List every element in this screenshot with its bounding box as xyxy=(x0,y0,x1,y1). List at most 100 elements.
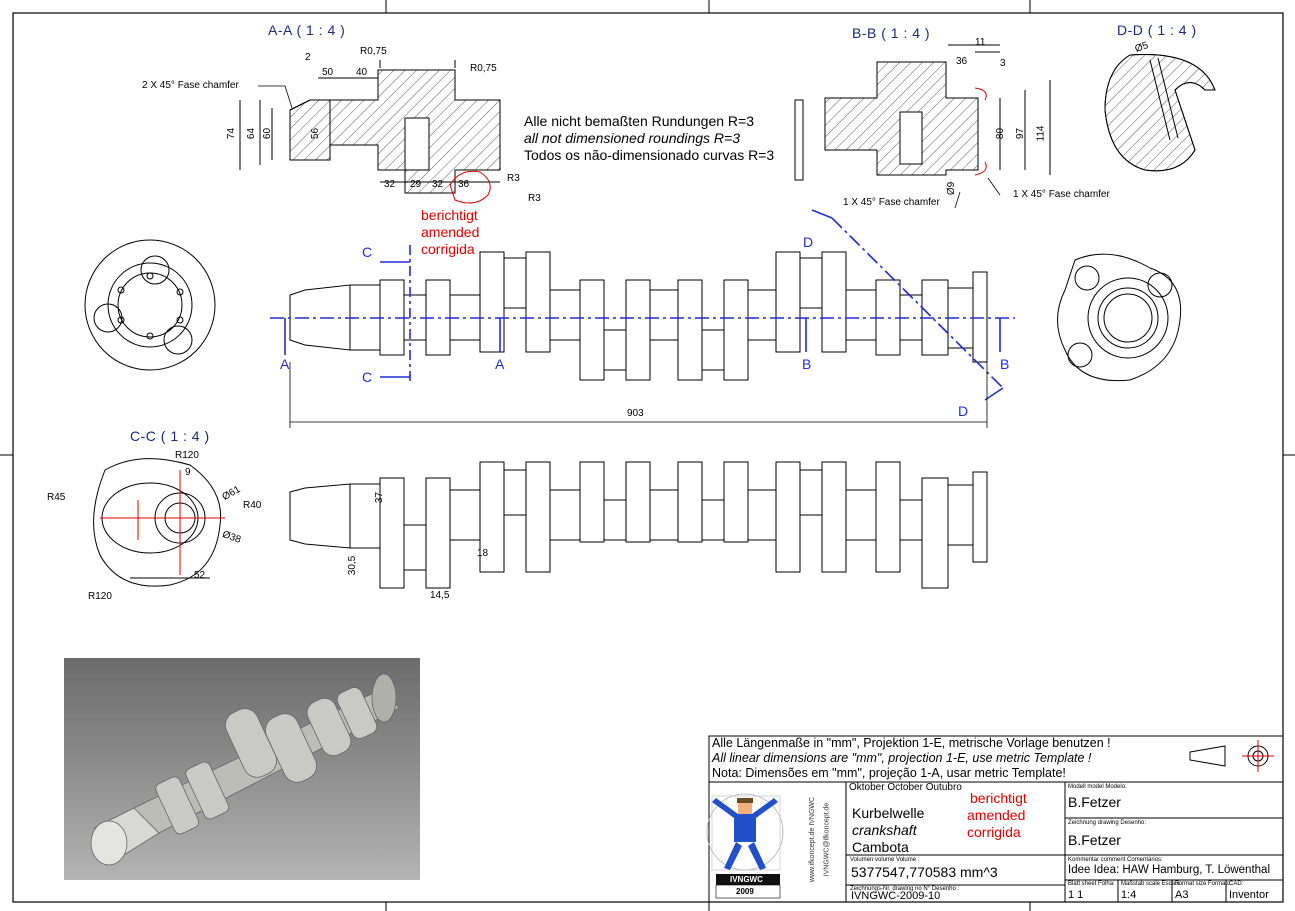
left-end-view xyxy=(84,239,216,371)
tb-model-label: Modell model Modelo: xyxy=(1068,784,1127,790)
tb-scale-label: Maßstab scale Escala: xyxy=(1121,881,1182,887)
tb-volume-value: 5377547,770583 mm^3 xyxy=(851,864,998,880)
tb-volume-label: Volumen volume Volume : xyxy=(850,857,920,863)
tb-drawno-label: Zeichnungs-Nr, drawing no N° Desenho : xyxy=(850,886,960,892)
cut-label-d-top: D xyxy=(803,234,814,250)
dim-aa-60: 60 xyxy=(262,127,274,140)
dim-lower-14-5: 14,5 xyxy=(430,590,450,601)
projection-symbol-icon xyxy=(1189,740,1274,772)
cut-lines xyxy=(270,209,1015,401)
right-end-view xyxy=(1057,253,1182,382)
dim-cc-r120-b: R120 xyxy=(88,591,112,602)
overall-length-dim xyxy=(289,362,988,428)
section-aa-drawing xyxy=(239,60,501,194)
dim-aa-r3-b: R3 xyxy=(528,193,541,204)
dim-bb-d9: Ø9 xyxy=(946,181,958,196)
leader-lines xyxy=(258,85,1001,209)
tb-scale-value: 1:4 xyxy=(1121,889,1137,901)
section-aa-title: A-A ( 1 : 4 ) xyxy=(268,22,346,38)
tb-comment-value: Idee Idea: HAW Hamburg, T. Löwenthal xyxy=(1068,864,1270,876)
tb-drawing-value: B.Fetzer xyxy=(1068,832,1121,848)
dim-bb-114: 114 xyxy=(1035,125,1047,142)
tb-comment-label: Kommentar comment Comentários: xyxy=(1068,857,1163,863)
tb-url-1[interactable]: www.ifkoncept.de IVNGWC xyxy=(809,796,817,883)
tb-format-label: Format size Formato: xyxy=(1175,881,1233,887)
dim-aa-50: 50 xyxy=(322,67,334,78)
logo-figure-icon xyxy=(706,793,784,899)
dim-cc-r45: R45 xyxy=(47,492,66,503)
dim-aa-29: 29 xyxy=(410,179,422,190)
tb-amend-de: berichtigt xyxy=(970,790,1027,806)
tb-cad-label: CAD: xyxy=(1229,881,1244,887)
section-dd-title: D-D ( 1 : 4 ) xyxy=(1117,22,1197,38)
title-block-lines xyxy=(708,735,1284,903)
tb-logo-year: 2009 xyxy=(736,887,754,896)
dim-bb-11: 11 xyxy=(975,37,986,48)
tb-format-value: A3 xyxy=(1175,889,1189,901)
amend-de-label: berichtigt xyxy=(421,207,478,223)
dim-cc-9: 9 xyxy=(185,467,191,478)
tb-model-value: B.Fetzer xyxy=(1068,794,1121,810)
section-cc-drawing xyxy=(93,458,225,587)
tb-header-pt: Nota: Dimensões em "mm", projeção 1-A, u… xyxy=(712,766,1066,780)
tb-sheet-label: Blatt sheet Folha: xyxy=(1068,881,1115,887)
tb-header-de: Alle Längenmaße in "mm", Projektion 1-E,… xyxy=(712,736,1111,750)
dim-aa-r075-b: R0,75 xyxy=(470,63,497,74)
dim-aa-40: 40 xyxy=(356,67,368,78)
dim-cc-r40: R40 xyxy=(243,500,262,511)
amend-marks xyxy=(449,87,987,204)
cut-label-c-bottom: C xyxy=(362,369,373,385)
dim-lower-30-5: 30,5 xyxy=(347,555,359,576)
dim-bb-80: 80 xyxy=(995,127,1007,140)
tb-drawno-value: IVNGWC-2009-10 xyxy=(851,890,941,902)
dim-aa-64: 64 xyxy=(246,127,258,140)
crankshaft-3d-render xyxy=(64,658,420,880)
lower-crankshaft-view xyxy=(289,461,988,589)
dim-aa-r075-a: R0,75 xyxy=(360,46,387,57)
dim-aa-56: 56 xyxy=(310,127,322,140)
dim-aa-36: 36 xyxy=(458,179,470,190)
tb-logo-text: IVNGWC xyxy=(730,875,763,884)
tb-date: Oktober October Outubro xyxy=(849,782,962,793)
chamfer-bb-label-2: 1 X 45° Fase chamfer xyxy=(1013,189,1110,200)
note-roundings-en: all not dimensioned roundings R=3 xyxy=(524,130,740,146)
tb-amend-en: amended xyxy=(967,807,1026,823)
cut-label-b-left: B xyxy=(802,356,812,372)
section-cc-title: C-C ( 1 : 4 ) xyxy=(130,428,210,444)
dim-main-903: 903 xyxy=(627,408,644,419)
cut-label-c-top: C xyxy=(362,244,373,260)
dim-lower-37: 37 xyxy=(374,491,386,504)
dim-bb-36: 36 xyxy=(956,56,968,67)
tb-amend-pt: corrigida xyxy=(967,824,1021,840)
tb-name-en: crankshaft xyxy=(852,822,917,838)
cut-label-d-bottom: D xyxy=(958,403,969,419)
section-dd-drawing xyxy=(1104,53,1216,172)
chamfer-aa-label: 2 X 45° Fase chamfer xyxy=(142,80,239,91)
dim-aa-r3-a: R3 xyxy=(507,173,520,184)
dim-aa-32-b: 32 xyxy=(432,179,444,190)
note-roundings-de: Alle nicht bemaßten Rundungen R=3 xyxy=(524,113,754,129)
dim-aa-74: 74 xyxy=(226,127,238,140)
dim-aa-32-a: 32 xyxy=(384,179,396,190)
tb-header-en: All linear dimensions are "mm", projecti… xyxy=(712,751,1092,765)
note-roundings-pt: Todos os não-dimensionado curvas R=3 xyxy=(524,147,775,163)
cut-label-a-right: A xyxy=(495,356,505,372)
section-bb-drawing xyxy=(794,44,1051,181)
amend-en-label: amended xyxy=(421,224,480,240)
tb-sheet-value: 1 1 xyxy=(1068,889,1084,901)
tb-name-de: Kurbelwelle xyxy=(852,805,925,821)
tb-url-2[interactable]: IVNGWC@ifkoncept.de xyxy=(823,802,831,877)
tb-name-pt: Cambota xyxy=(852,839,909,855)
chamfer-bb-label-1: 1 X 45° Fase chamfer xyxy=(843,197,940,208)
dim-lower-18: 18 xyxy=(477,548,489,559)
dim-bb-97: 97 xyxy=(1015,127,1027,140)
cut-label-a-left: A xyxy=(280,356,290,372)
section-bb-title: B-B ( 1 : 4 ) xyxy=(852,25,931,41)
dim-bb-3: 3 xyxy=(1000,58,1006,69)
main-crankshaft-view xyxy=(289,251,988,381)
cut-label-b-right: B xyxy=(1000,356,1010,372)
tb-drawing-label: Zeichnung drawing Desenho: xyxy=(1068,820,1147,826)
dim-aa-2: 2 xyxy=(305,52,311,63)
